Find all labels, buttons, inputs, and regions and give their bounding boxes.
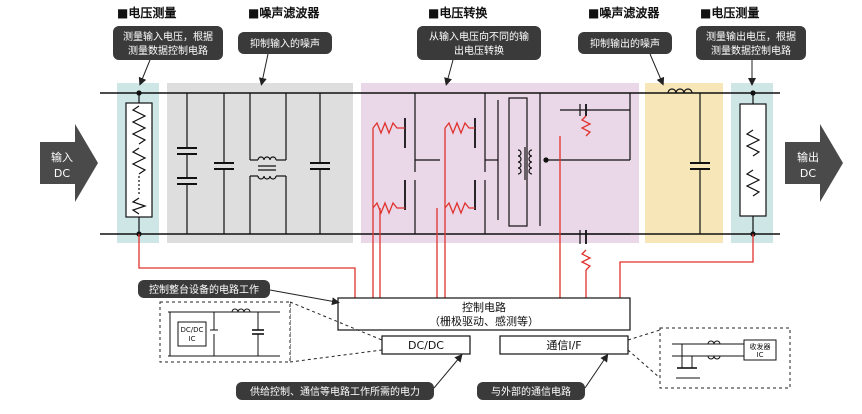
header-voltage-measure-right: ■电压测量 [700, 5, 759, 20]
transformer [508, 97, 533, 227]
inset-right-ic-line-1: 收发器 [750, 342, 771, 351]
callout-noise-filter-right: 抑制输出的噪声 [578, 32, 672, 86]
callout-vmr-line-2: 测量数据控制电路 [711, 44, 791, 57]
callout-vc-line-1: 从输入电压向不同的输 [429, 30, 529, 43]
output-dc-label-1: 输出 [797, 150, 819, 164]
dcdc-box: DC/DC [381, 335, 471, 355]
inset-right-ic-line-2: IC [757, 351, 764, 359]
dcdc-box-label: DC/DC [408, 339, 444, 352]
header-voltage-convert: ■电压转换 [428, 5, 488, 20]
callout-nfl-line-1: 抑制输入的噪声 [250, 37, 320, 50]
callout-voltage-measure-left: 测量输入电压，根据 测量数据控制电路 [113, 26, 223, 86]
convert-zone [361, 83, 639, 243]
output-dc-label-2: DC [800, 167, 816, 180]
callout-voltage-convert: 从输入电压向不同的输 出电压转换 [417, 26, 541, 86]
callout-nfr-line-1: 抑制输出的噪声 [590, 37, 660, 50]
inset-left-ic-line-1: DC/DC [181, 326, 204, 334]
input-dc-label-2: DC [54, 167, 70, 180]
control-circuit-box: 控制电路 （栅极驱动、感测等） [337, 297, 631, 331]
callout-vc-line-2: 出电压转换 [454, 44, 504, 57]
callout-voltage-measure-right: 测量输出电压，根据 测量数据控制电路 [696, 26, 806, 86]
comm-box-label: 通信I/F [546, 339, 581, 352]
inset-left-ic-line-2: IC [189, 335, 196, 343]
output-filter-zone [645, 83, 723, 243]
sense-wires [138, 234, 754, 300]
note-control: 控制整台设备的电路工作 [138, 280, 340, 306]
note-comm-label: 与外部的通信电路 [491, 385, 571, 398]
header-noise-filter-left: ■噪声滤波器 [248, 5, 320, 20]
input-filter-circuit [177, 93, 330, 234]
inset-dcdc-circuit: DC/DC IC [159, 301, 291, 363]
note-comm: 与外部的通信电路 [477, 353, 609, 400]
header-voltage-measure-left: ■电压测量 [117, 5, 176, 20]
callout-noise-filter-left: 抑制输入的噪声 [238, 32, 332, 86]
bridge-switch-circuit [404, 93, 499, 234]
inset-comm-circuit: 收发器 IC [659, 327, 791, 389]
headers: ■电压测量 ■噪声滤波器 ■电压转换 ■噪声滤波器 ■电压测量 [117, 5, 759, 20]
note-power-label: 供给控制、通信等电路工作所需的电力 [250, 385, 420, 398]
output-voltage-divider [739, 90, 767, 237]
callout-vmr-line-1: 测量输出电压，根据 [706, 30, 796, 43]
output-filter-circuit [667, 88, 710, 234]
note-power: 供给控制、通信等电路工作所需的电力 [236, 353, 463, 400]
control-box-line-2: （栅极驱动、感测等） [429, 314, 539, 328]
callout-vml-line-2: 测量数据控制电路 [128, 44, 208, 57]
input-dc-label-1: 输入 [51, 150, 73, 164]
gate-resistors [372, 121, 475, 300]
secondary-switches [539, 93, 631, 244]
header-noise-filter-right: ■噪声滤波器 [588, 5, 660, 20]
comm-if-box: 通信I/F [499, 335, 629, 355]
callout-vml-line-1: 测量输入电压，根据 [123, 30, 213, 43]
input-dc-arrow: 输入 DC [40, 124, 98, 202]
secondary-gate-resistors [559, 115, 592, 300]
note-control-label: 控制整台设备的电路工作 [149, 283, 259, 296]
input-voltage-divider [125, 90, 153, 237]
output-dc-arrow: 输出 DC [785, 124, 843, 202]
control-box-line-1: 控制电路 [462, 300, 506, 314]
